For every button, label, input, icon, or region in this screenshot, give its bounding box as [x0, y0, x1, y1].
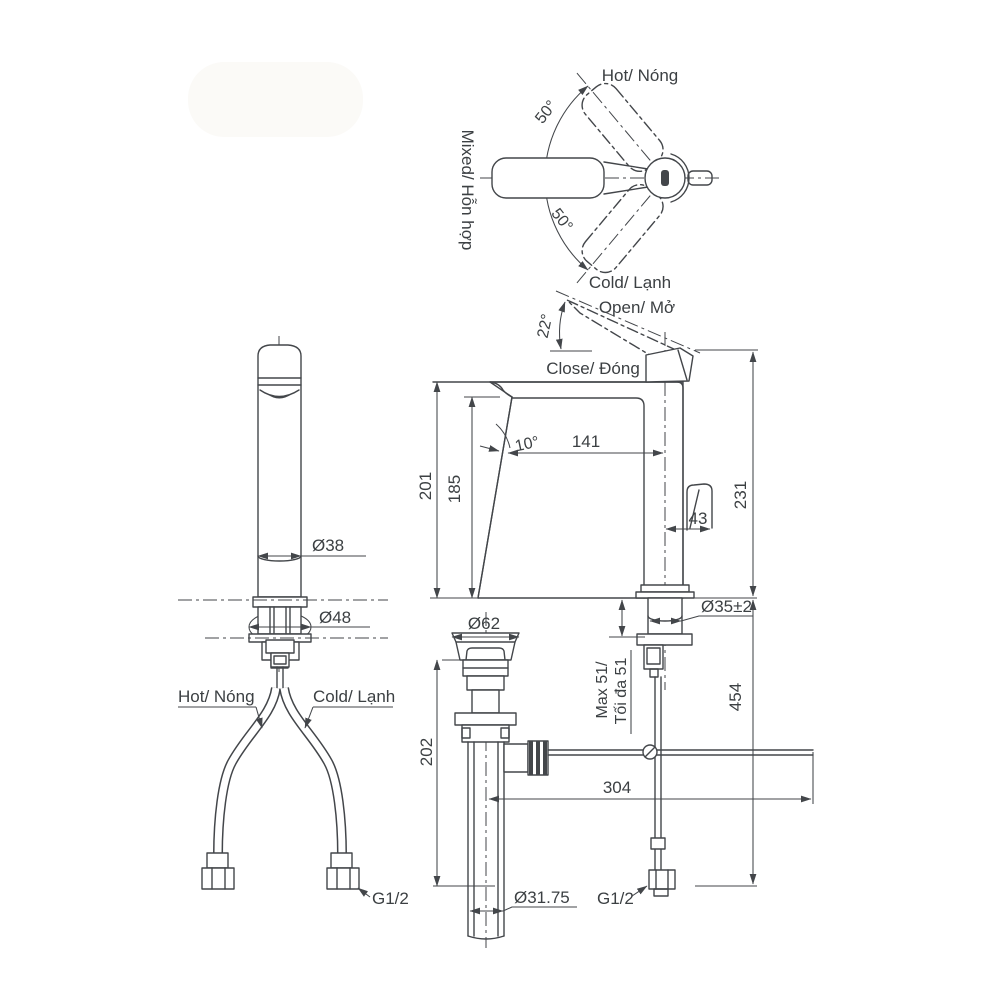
rod-outlet [503, 743, 529, 773]
label-hot-top: Hot/ Nóng [602, 66, 679, 85]
spout-nub [687, 170, 713, 186]
rod-screw-slot [644, 746, 656, 758]
dim-o48: Ø48 [319, 608, 351, 627]
open-angle-arc [555, 301, 566, 350]
side-view-faucet: 22° Open/ Mở Close/ Đóng 10° [432, 290, 713, 897]
rod-nut-band [536, 741, 540, 775]
aerator-pointer [479, 445, 500, 452]
handle-axis-line [576, 72, 663, 175]
cold-ferrule [330, 852, 353, 869]
tail-bottom [467, 935, 505, 940]
dim-43: 43 [689, 509, 708, 528]
supply-hoses-view: Hot/ Nóng Cold/ Lạnh G1/2 [178, 639, 409, 908]
label-cold-hose: Cold/ Lạnh [313, 687, 395, 706]
cold-hose-core [280, 687, 346, 856]
handle-neck-top [603, 161, 649, 170]
popup-cap [465, 647, 506, 661]
g12-supply-leader [631, 885, 648, 897]
flange-plate [252, 596, 308, 608]
top-view-handle-swing: Hot/ Nóng Cold/ Lạnh Mixed/ Hỗn hợp 50° … [458, 66, 723, 292]
dim-202: 202 [417, 738, 436, 766]
watermark [188, 62, 363, 137]
handle-neck-bottom [603, 186, 649, 195]
aerator-angle-arc [495, 423, 511, 449]
label-hot-hose: Hot/ Nóng [178, 687, 255, 706]
closed-lever-inner [677, 349, 688, 381]
drain-notch-left [461, 727, 471, 739]
dim-max51-en: Max 51/ [594, 661, 611, 718]
label-swing-lower: 50° [547, 206, 575, 236]
hot-nut [201, 867, 235, 890]
dim-o38: Ø38 [312, 536, 344, 555]
hot-ferrule [206, 852, 229, 869]
pipe-nut-stub [653, 888, 669, 897]
dim-185: 185 [445, 475, 464, 503]
closed-lever [645, 347, 694, 383]
hot-label-leader [255, 706, 263, 729]
cold-nut [326, 867, 360, 890]
base-plate-lower [635, 591, 695, 599]
drain-neck-b [466, 675, 505, 691]
drain-assembly: Ø62 202 304 Ø31.75 [417, 612, 814, 948]
dim-231: 231 [731, 481, 750, 509]
label-g12-supply: G1/2 [597, 889, 634, 908]
rod-nut-band [529, 741, 533, 775]
pivot-slot [661, 170, 669, 186]
g12-hose-leader [357, 887, 371, 898]
drain-disc [454, 712, 517, 726]
side-view-dimensions: 201 185 141 43 231 454 Ø35±2 Max 51/ Tối… [416, 349, 758, 908]
dim-o62: Ø62 [468, 614, 500, 633]
body-front-edge [477, 396, 513, 599]
pivot-outer-ring [670, 153, 690, 203]
spout-column [257, 344, 302, 598]
base-plate-upper [640, 584, 690, 593]
label-swing-upper: 50° [532, 98, 560, 128]
body-top-right-edge [432, 381, 684, 599]
supply-fitting-inner [646, 647, 661, 665]
drain-neck-c [471, 689, 500, 714]
label-g12-hose: G1/2 [372, 889, 409, 908]
hose-shank [265, 639, 295, 654]
label-open: Open/ Mở [599, 298, 675, 317]
dim-max51-vi: Tối đa 51 [613, 658, 630, 725]
body-inner-edge [511, 397, 645, 599]
aerator-opening [267, 394, 292, 399]
mount-clamp [257, 606, 302, 635]
dim-304: 304 [603, 778, 631, 797]
dim-o35: Ø35±2 [701, 597, 752, 616]
lever-grip-profile [686, 483, 713, 531]
label-mixed: Mixed/ Hỗn hợp [458, 130, 477, 251]
pipe-nut [648, 869, 676, 890]
dim-o3175-leader [502, 906, 577, 912]
spout-lip [489, 381, 513, 398]
hose-stud-inner [273, 655, 287, 665]
dim-o3175: Ø31.75 [514, 888, 570, 907]
shank-washer [636, 633, 693, 646]
handle-axis-line [576, 181, 663, 284]
dim-201: 201 [416, 472, 435, 500]
cold-label-leader [304, 706, 314, 729]
label-open-angle: 22° [535, 312, 557, 339]
dim-o35-leader [680, 615, 753, 622]
open-lever-axis [555, 290, 701, 354]
rod-nut-band [543, 741, 547, 775]
dim-454: 454 [726, 683, 745, 711]
shank [647, 597, 683, 635]
lever-grip-inner [689, 489, 700, 529]
drain-notch-right [500, 727, 510, 739]
dim-141: 141 [572, 432, 600, 451]
front-view-faucet: Ø38 Ø48 [178, 336, 388, 672]
open-lever-outline [566, 299, 677, 361]
handle-mixed-solid [491, 157, 605, 199]
label-cold-top: Cold/ Lạnh [589, 273, 671, 292]
pipe-ferrule [650, 837, 666, 850]
hot-hose-core [214, 687, 280, 856]
supply-fitting-stub [649, 668, 659, 678]
label-close: Close/ Đóng [546, 359, 640, 378]
spout-underside-arc [259, 389, 300, 398]
